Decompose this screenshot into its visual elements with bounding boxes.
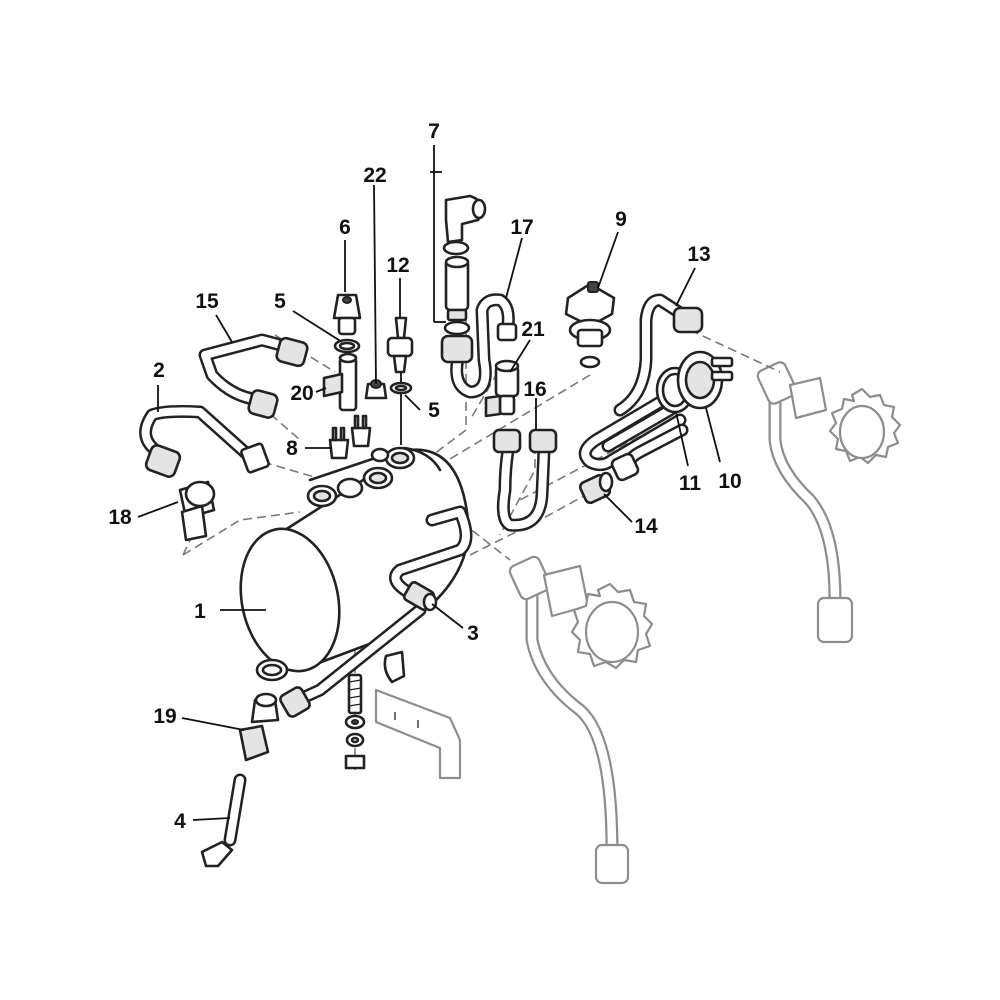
callout-2: 2 xyxy=(153,359,165,382)
union-18 xyxy=(178,480,216,542)
callout-3: 3 xyxy=(467,622,479,645)
callout-11: 11 xyxy=(679,472,702,495)
callout-22: 22 xyxy=(363,164,386,187)
pipe-4 xyxy=(200,773,247,868)
callout-7: 7 xyxy=(428,120,440,143)
switches-8 xyxy=(328,414,372,460)
callout-16: 16 xyxy=(523,378,546,401)
callout-4: 4 xyxy=(174,810,186,833)
ghost-mounting-bracket xyxy=(374,688,462,780)
pipe-13 xyxy=(613,293,704,417)
callout-5-lower: 5 xyxy=(428,399,440,422)
callout-1: 1 xyxy=(194,600,206,623)
callout-17: 17 xyxy=(510,216,533,239)
fitting-20 xyxy=(322,352,358,412)
callout-9: 9 xyxy=(615,208,627,231)
callout-21: 21 xyxy=(521,318,545,341)
pipe-15 xyxy=(198,333,309,419)
valve-6 xyxy=(332,293,362,336)
oring-5a xyxy=(333,338,361,354)
callout-leaders xyxy=(137,145,721,821)
valve-21 xyxy=(484,359,520,418)
boiler-tank xyxy=(239,446,470,673)
nipple-14 xyxy=(578,471,614,505)
oring-5b xyxy=(389,381,413,395)
pressure-switch-9 xyxy=(564,281,616,369)
pipe-2 xyxy=(139,404,270,478)
callout-14: 14 xyxy=(634,515,658,538)
heating-element xyxy=(578,350,734,482)
callout-18: 18 xyxy=(108,506,132,529)
callout-8: 8 xyxy=(286,437,298,460)
drain-fittings xyxy=(255,650,406,770)
callout-5-upper: 5 xyxy=(274,290,286,313)
callout-13: 13 xyxy=(687,243,710,266)
union-19 xyxy=(238,692,280,762)
pipe-17 xyxy=(440,293,518,399)
pipe-16 xyxy=(492,428,558,532)
callout-12: 12 xyxy=(386,254,409,277)
ghost-group-head-right xyxy=(756,361,902,644)
callout-19: 19 xyxy=(153,705,176,728)
elbow-fitting-7 xyxy=(442,194,487,336)
ghost-group-head-center xyxy=(508,555,654,885)
callout-labels: 1 2 3 4 5 5 6 7 8 9 10 11 12 13 14 15 16… xyxy=(108,120,741,833)
callout-15: 15 xyxy=(195,290,219,313)
pipe-3 xyxy=(279,505,473,718)
callout-10: 10 xyxy=(718,470,741,493)
callout-6: 6 xyxy=(339,216,351,239)
callout-20: 20 xyxy=(290,382,313,405)
probe-12 xyxy=(386,316,414,445)
